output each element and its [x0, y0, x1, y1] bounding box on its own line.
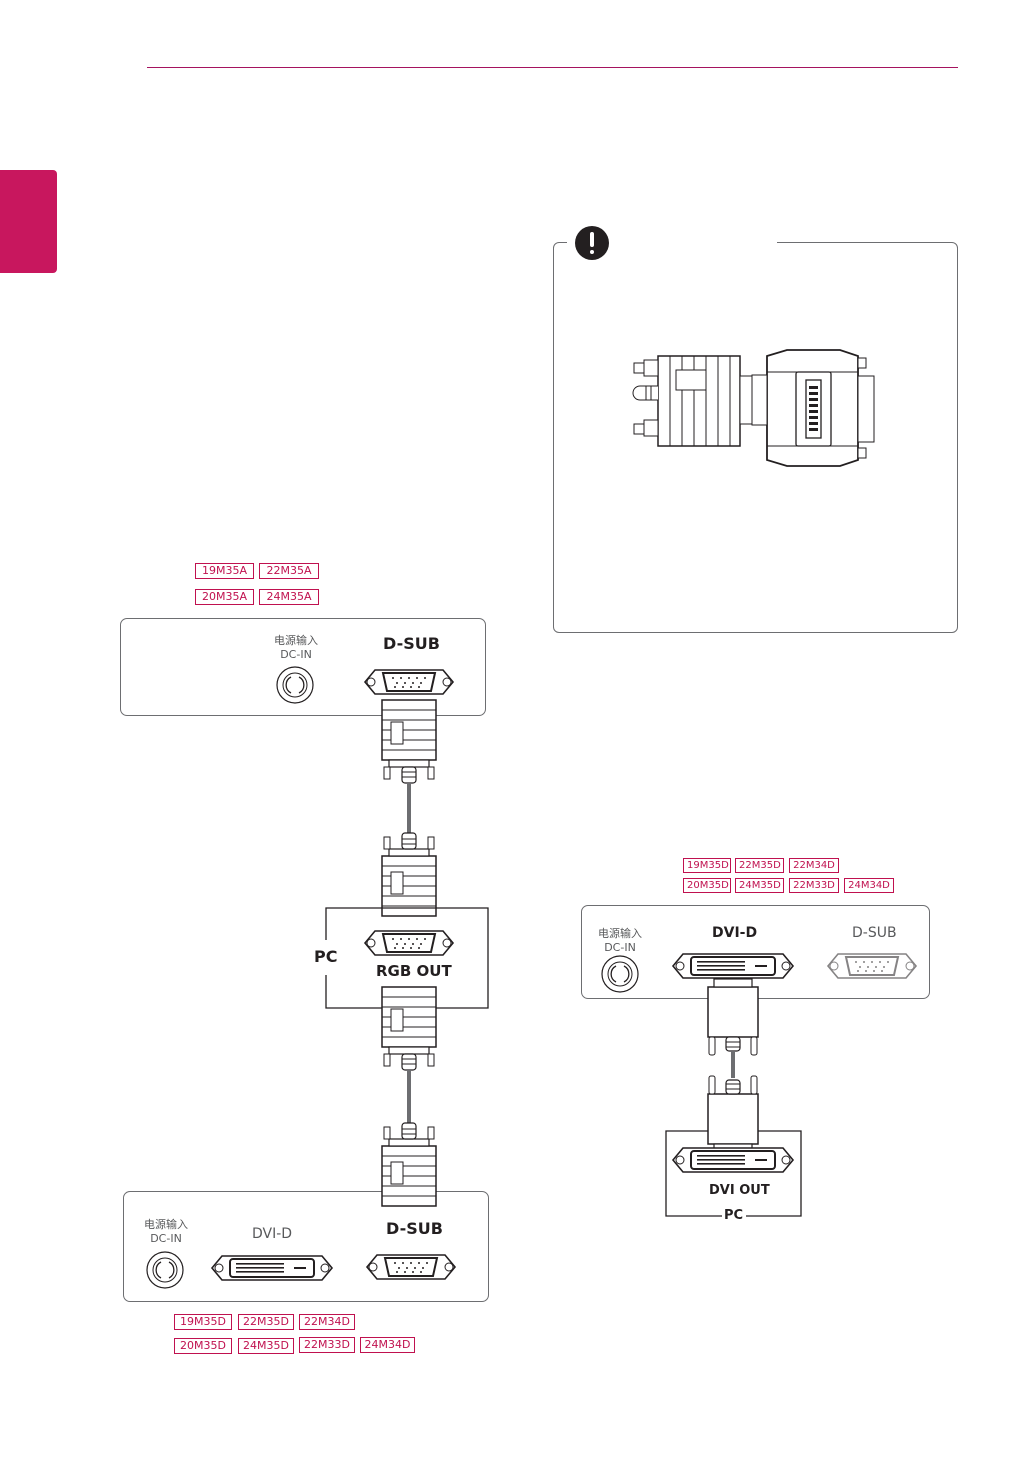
pc-label: PC: [314, 947, 338, 966]
model-tag: 24M35D: [238, 1338, 294, 1354]
model-tag: 24M35D: [735, 878, 784, 893]
power-label-en: DC-IN: [150, 1232, 182, 1245]
power-label-cn: 电源输入: [274, 634, 318, 647]
model-tag: 19M35D: [174, 1314, 232, 1330]
model-tag: 22M34D: [789, 858, 839, 873]
power-label-cn: 电源输入: [144, 1218, 188, 1231]
model-tag: 24M35A: [259, 589, 319, 605]
dvi-port-label: DVI-D: [712, 925, 758, 941]
dsub-port-label: D-SUB: [386, 1219, 443, 1238]
pc-label: PC: [724, 1208, 744, 1223]
power-label-en: DC-IN: [280, 648, 312, 661]
model-tag: 24M34D: [360, 1337, 415, 1353]
header-rule: [147, 67, 958, 68]
model-tag: 20M35D: [174, 1338, 232, 1354]
power-label-en: DC-IN: [604, 941, 636, 954]
model-tag: 22M35D: [735, 858, 784, 873]
model-tag: 20M35D: [683, 878, 731, 893]
model-tag: 22M35D: [238, 1314, 294, 1330]
rgb-out-label: RGB OUT: [376, 962, 452, 980]
dvi-out-label: DVI OUT: [709, 1183, 770, 1198]
chapter-tab: [0, 170, 57, 273]
monitor-rear-panel-dvi: [581, 905, 930, 999]
dsub-port-label: D-SUB: [383, 634, 440, 653]
model-tag: 19M35D: [683, 858, 731, 873]
model-tag: 22M34D: [299, 1314, 355, 1330]
model-tag: 22M35A: [259, 563, 319, 579]
model-tag: 20M35A: [195, 589, 254, 605]
dsub-port-label: D-SUB: [852, 925, 897, 941]
power-label-cn: 电源输入: [598, 927, 642, 940]
model-tag: 24M34D: [844, 878, 894, 893]
model-tag: 22M33D: [299, 1337, 355, 1353]
model-tag: 19M35A: [195, 563, 254, 579]
exclamation-icon: [575, 226, 609, 260]
model-tag: 22M33D: [789, 878, 839, 893]
dvi-port-label: DVI-D: [252, 1226, 293, 1242]
